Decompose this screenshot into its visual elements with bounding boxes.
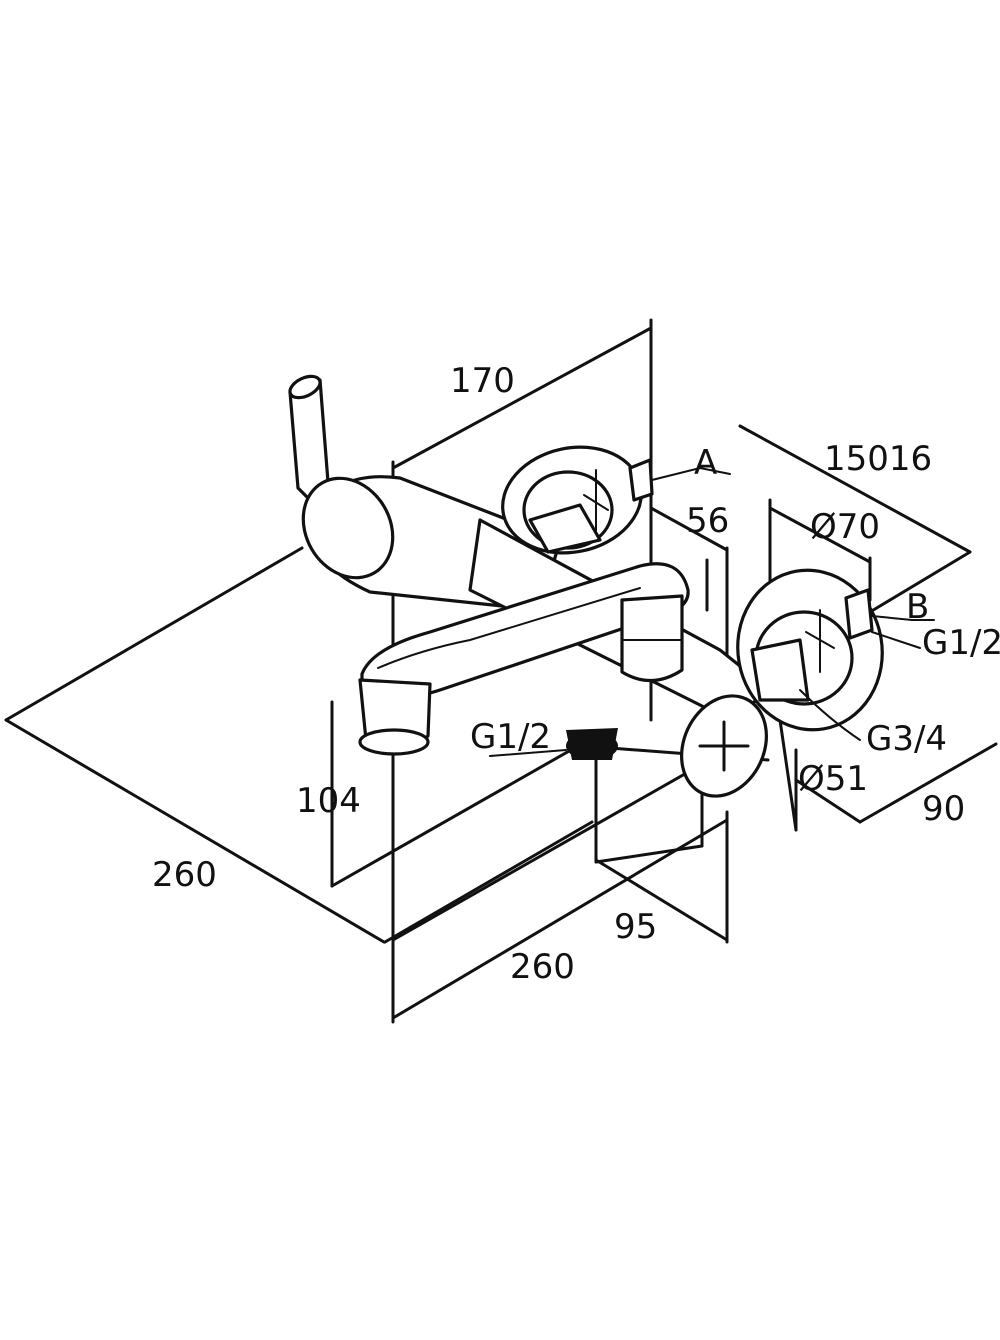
dim-height: 104 (296, 781, 361, 821)
dim-left-depth: 260 (152, 855, 217, 895)
dim-escutcheon-diameter: Ø70 (810, 507, 880, 547)
outlet-g12 (566, 728, 618, 760)
escutcheon-a (501, 445, 654, 555)
dim-right-side: 90 (922, 789, 965, 829)
dim-spout-diameter: Ø51 (798, 759, 868, 799)
dim-right-depth: 15016 (824, 439, 932, 479)
callout-thread-left: G1/2 (470, 717, 551, 757)
faucet-body (288, 374, 884, 798)
callout-thread-right: G1/2 (922, 623, 1000, 663)
spout (358, 562, 690, 756)
callout-thread-outlet: G3/4 (866, 719, 947, 759)
callout-b: B (906, 587, 929, 627)
callout-a: A (694, 443, 717, 483)
dim-outlet-offset: 56 (686, 501, 729, 541)
dim-top-width: 170 (450, 361, 515, 401)
dim-bottom-width: 260 (510, 947, 575, 987)
dim-spout-offset: 95 (614, 907, 657, 947)
escutcheon-b (736, 568, 884, 732)
spout-cap (680, 694, 768, 798)
callout-leaders (489, 466, 935, 757)
